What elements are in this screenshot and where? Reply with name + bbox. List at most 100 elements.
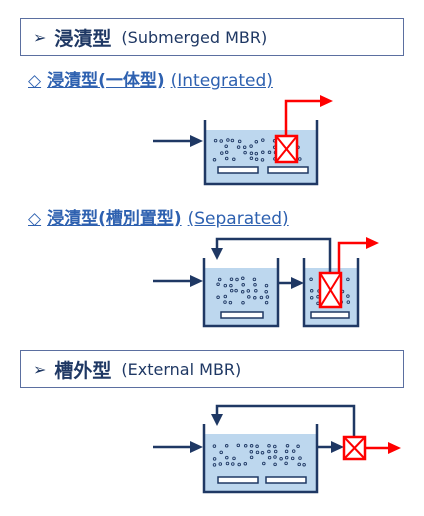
diamond-bullet-icon: ◇	[28, 71, 42, 91]
air-bubble	[216, 282, 220, 286]
diamond-bullet-icon: ◇	[28, 209, 42, 229]
air-bubble	[226, 138, 230, 142]
subheading-integrated-subtitle: (Integrated)	[170, 71, 273, 91]
air-bubble	[242, 145, 247, 149]
arrowhead-bullet-icon: ➢	[33, 359, 47, 379]
air-bubble	[219, 139, 223, 143]
air-bubble	[241, 283, 245, 287]
air-bubble	[237, 462, 241, 467]
air-bubble	[264, 289, 268, 294]
section-subtitle-external: (External MBR)	[121, 359, 242, 379]
air-bubble	[254, 157, 259, 162]
air-bubble	[241, 300, 245, 305]
air-bubble	[265, 295, 270, 299]
recycle-arrow	[211, 237, 332, 273]
air-bubble	[212, 463, 217, 467]
diffuser-right	[265, 476, 307, 484]
aeration-bubbles	[212, 443, 306, 467]
air-bubble	[264, 283, 269, 288]
air-bubble	[252, 277, 257, 282]
air-bubble	[279, 456, 283, 461]
air-bubble	[284, 455, 289, 460]
air-bubble	[309, 295, 314, 300]
subheading-integrated-title: 浸漬型(一体型)	[47, 71, 165, 91]
air-bubble	[284, 449, 289, 454]
section-title-external: 槽外型	[54, 359, 112, 382]
air-bubble	[249, 151, 254, 156]
permeate-arrow	[284, 95, 333, 136]
outflow-to-membrane-arrow	[317, 441, 344, 453]
transfer-arrow	[278, 277, 304, 289]
air-bubble	[267, 150, 272, 155]
air-bubble	[247, 295, 251, 299]
air-bubble	[254, 151, 259, 156]
air-bubble	[254, 288, 258, 293]
air-bubble	[216, 295, 220, 300]
air-bubble	[229, 288, 234, 293]
diffuser-left	[217, 476, 259, 484]
air-bubble	[218, 462, 223, 466]
membrane-tank-walls	[302, 258, 360, 328]
air-bubble	[297, 462, 301, 467]
air-bubble	[296, 444, 300, 449]
tank-walls	[203, 120, 319, 186]
air-bubble	[232, 157, 236, 162]
section-header-external: ➢ 槽外型 (External MBR)	[20, 350, 404, 388]
air-bubble	[212, 457, 217, 461]
air-bubble	[298, 157, 302, 161]
air-bubble	[249, 144, 253, 148]
air-bubble	[346, 277, 350, 282]
air-bubble	[223, 283, 228, 288]
permeate-arrow	[337, 237, 379, 273]
air-bubble	[346, 300, 351, 304]
air-bubble	[284, 461, 288, 466]
air-bubble	[255, 444, 259, 449]
air-bubble	[273, 444, 277, 449]
air-bubble	[220, 151, 224, 155]
air-bubble	[261, 150, 265, 155]
air-bubble	[223, 294, 228, 299]
air-bubble	[229, 283, 233, 288]
air-bubble	[243, 444, 248, 448]
air-bubble	[264, 300, 269, 305]
air-bubble	[291, 449, 296, 453]
tank-water	[205, 130, 317, 184]
air-bubble	[217, 277, 222, 282]
air-bubble	[254, 139, 259, 144]
air-bubble	[255, 450, 260, 455]
air-bubble	[302, 462, 306, 467]
air-bubble	[229, 277, 234, 281]
air-bubble	[232, 456, 236, 461]
subheading-separated: ◇浸漬型(槽別置型)(Separated)	[28, 204, 289, 229]
air-bubble	[212, 444, 217, 448]
air-bubble	[237, 139, 242, 144]
air-bubble	[260, 450, 265, 455]
external-membrane-module-icon	[342, 435, 367, 461]
inflow-arrow	[153, 275, 203, 287]
air-bubble	[259, 295, 264, 300]
air-bubble	[267, 455, 272, 460]
air-bubble	[224, 444, 229, 448]
air-bubble	[253, 296, 257, 300]
air-bubble	[309, 277, 313, 282]
external-mbr-diagram	[153, 404, 401, 494]
air-bubble	[253, 282, 257, 287]
air-bubble	[346, 294, 350, 298]
air-bubble	[249, 156, 254, 161]
membrane-module-icon	[274, 134, 299, 164]
air-bubble	[246, 289, 251, 293]
air-bubble	[243, 461, 248, 466]
air-bubble	[243, 150, 247, 155]
air-bubble	[223, 300, 227, 304]
air-bubble	[262, 461, 266, 466]
membrane-tank-diffuser	[310, 311, 350, 319]
air-bubble	[309, 289, 314, 293]
air-bubble	[219, 450, 223, 455]
bioreactor-diffuser	[220, 311, 264, 319]
air-bubble	[241, 276, 245, 281]
air-bubble	[285, 443, 290, 448]
air-bubble	[228, 300, 233, 305]
air-bubble	[235, 277, 239, 282]
air-bubble	[236, 145, 241, 149]
diffuser-left	[217, 166, 259, 174]
